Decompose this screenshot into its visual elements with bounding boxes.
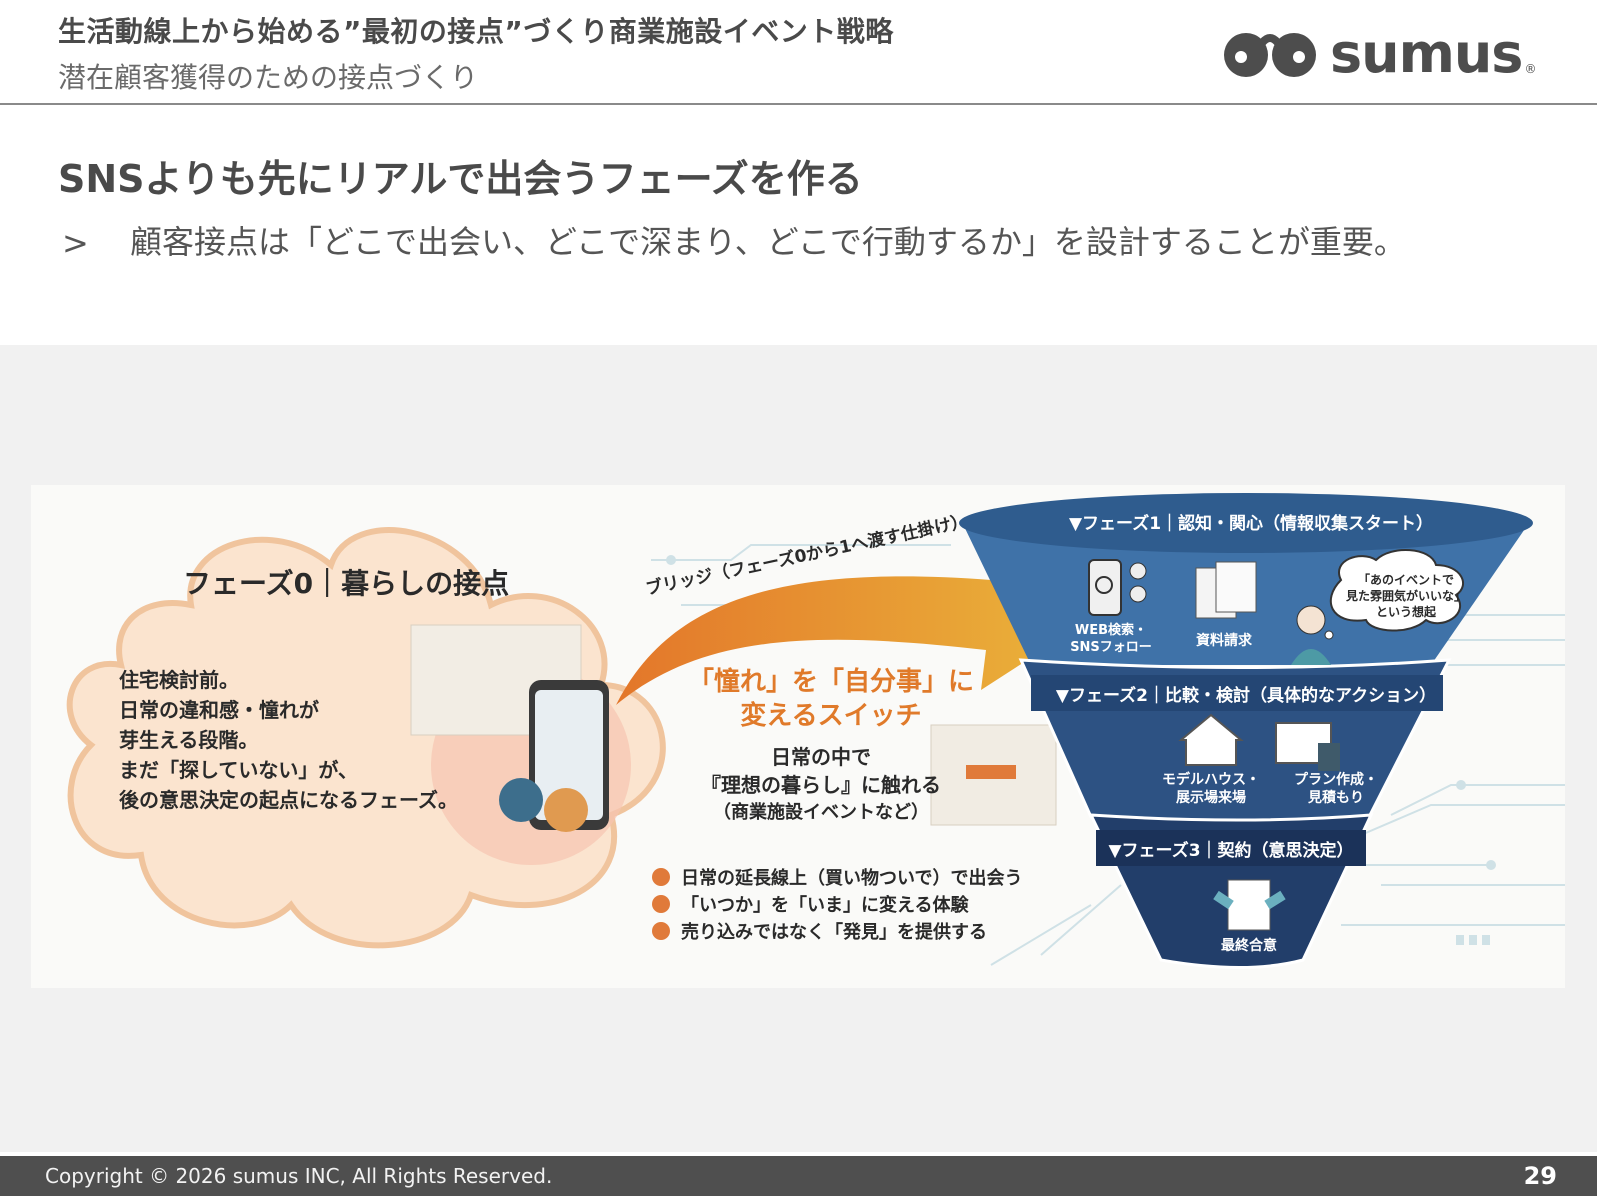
phase2-item-line: 見積もり (1308, 790, 1364, 806)
phase3-title: ▼フェーズ3｜契約（意思決定） (1108, 841, 1354, 861)
slide-headline: SNSよりも先にリアルで出会うフェーズを作る (58, 157, 863, 201)
phase2-plan-estimate: プラン作成・ 見積もり (1266, 771, 1406, 807)
phase2-item-line: モデルハウス・ (1162, 772, 1260, 788)
registered-mark: ® (1524, 62, 1537, 76)
real-touch-message: 日常の中で 『理想の暮らし』に触れる （商業施設イベントなど） (671, 743, 971, 827)
person-icon (652, 895, 670, 913)
phase0-line: 住宅検討前。 (119, 668, 239, 692)
copyright: Copyright © 2026 sumus INC, All Rights R… (45, 1164, 553, 1188)
thought-bubble (1329, 548, 1465, 632)
calculator-icon (1318, 743, 1340, 771)
deck-subtitle: 潜在顧客獲得のための接点づくり (58, 61, 479, 94)
slide-header: 生活動線上から始める”最初の接点”づくり商業施設イベント戦略 潜在顧客獲得のため… (0, 0, 1597, 105)
key-point: > 顧客接点は「どこで出会い、どこで深まり、どこで行動するか」を設計することが重… (62, 223, 1502, 268)
phase0-title: フェーズ0｜暮らしの接点 (183, 567, 510, 600)
touch-line: 日常の中で (771, 745, 871, 769)
footer-divider (0, 1152, 1597, 1156)
key-point-text: 顧客接点は「どこで出会い、どこで深まり、どこで行動するか」を設計することが重要。 (130, 223, 1406, 261)
phase1-web-sns: WEB検索・ SNSフォロー (1061, 622, 1161, 656)
thought-line: 見た雰囲気がいいな」 (1345, 589, 1466, 603)
customer-journey-figure: フェーズ0｜暮らしの接点 住宅検討前。 日常の違和感・憧れが 芽生える段階。 ま… (31, 485, 1565, 988)
phase3-final-agreement: 最終合意 (1221, 938, 1277, 954)
touch-line: （商業施設イベントなど） (713, 802, 929, 823)
figure-graphics (66, 493, 1565, 969)
person-icon (652, 868, 670, 886)
logo-wordmark: sumus (1330, 22, 1523, 85)
phase0-description: 住宅検討前。 日常の違和感・憧れが 芽生える段階。 まだ「探していない」が、 後… (119, 665, 458, 815)
thought-line: 「あのイベントで (1357, 573, 1454, 587)
deck-title: 生活動線上から始める”最初の接点”づくり商業施設イベント戦略 (58, 15, 894, 48)
thought-line: という想起 (1375, 605, 1436, 619)
house-icon (1178, 713, 1244, 766)
phase1-item: WEB検索・ (1074, 623, 1148, 638)
contract-handshake-icon (1227, 879, 1271, 931)
phone-search-icon (1088, 559, 1122, 616)
message-panel (0, 105, 1597, 345)
person-icon (652, 922, 670, 940)
switch-line: 変えるスイッチ (740, 701, 922, 731)
bridge-point: 日常の延長線上（買い物ついで）で出会う (681, 868, 1023, 889)
logo-mark-icon (1224, 33, 1316, 77)
touch-line: 『理想の暮らし』に触れる (701, 773, 941, 797)
phase1-item: SNSフォロー (1070, 640, 1152, 655)
bridge-point: 売り込みではなく「発見」を提供する (681, 922, 987, 943)
phase2-item-line: 展示場来場 (1176, 790, 1246, 806)
phase2-model-house: モデルハウス・ 展示場来場 (1141, 771, 1281, 807)
sumus-logo: sumus ® (1222, 26, 1536, 82)
phase1-title: ▼フェーズ1｜認知・関心（情報収集スタート） (1068, 514, 1434, 534)
phase0-line: 日常の違和感・憧れが (119, 698, 319, 722)
thinking-person-icon (1296, 605, 1326, 635)
bridge-points: 日常の延長線上（買い物ついで）で出会う 「いつか」を「いま」に変える体験 売り込… (681, 865, 1022, 946)
switch-message: 「憧れ」を「自分事」に 変えるスイッチ (681, 665, 981, 733)
phase0-line: 芽生える段階。 (119, 728, 259, 752)
phase2-title: ▼フェーズ2｜比較・検討（具体的なアクション） (1055, 686, 1437, 706)
thought-text: 「あのイベントで 見た雰囲気がいいな」 という想起 (1341, 572, 1471, 620)
phase0-line: 後の意思決定の起点になるフェーズ。 (119, 788, 458, 812)
bridge-point: 「いつか」を「いま」に変える体験 (681, 895, 969, 916)
slide-footer: Copyright © 2026 sumus INC, All Rights R… (0, 1156, 1597, 1196)
chevron-right-icon: > (62, 224, 89, 262)
switch-line: 「憧れ」を「自分事」に (687, 667, 974, 697)
phase0-line: まだ「探していない」が、 (119, 758, 358, 782)
page-number: 29 (1523, 1162, 1557, 1190)
phase2-item-line: プラン作成・ (1294, 772, 1378, 788)
phase1-document-request: 資料請求 (1196, 633, 1252, 649)
bridge-arrow-icon (616, 545, 1066, 705)
